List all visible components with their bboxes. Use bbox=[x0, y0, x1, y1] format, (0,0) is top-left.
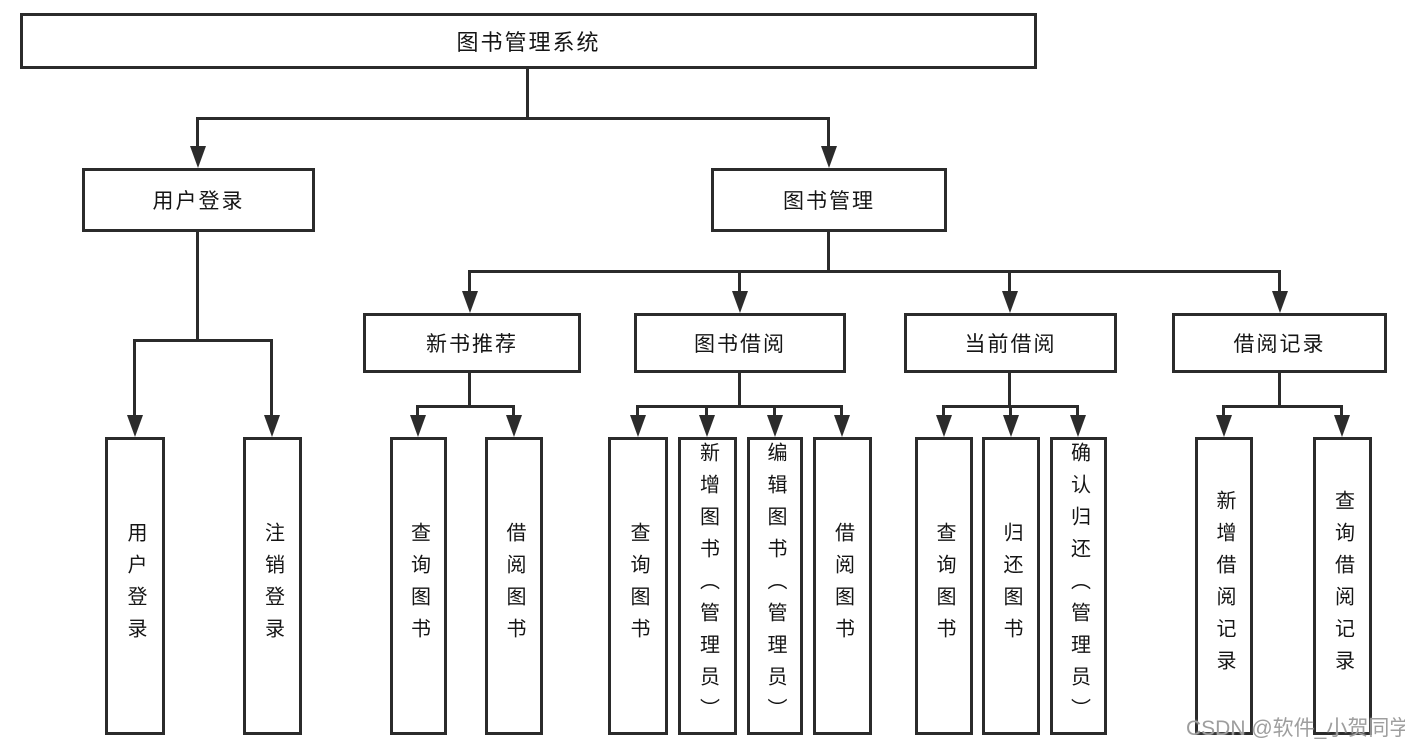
node-label: 图书管理系统 bbox=[456, 30, 601, 55]
arrowhead-icon bbox=[630, 415, 646, 437]
arrowhead-icon bbox=[834, 415, 850, 437]
node-new-book-recommendation: 新书推荐 bbox=[363, 313, 581, 373]
node-book-borrowing: 图书借阅 bbox=[634, 313, 846, 373]
connector-line bbox=[942, 405, 1079, 408]
node-library-management-system: 图书管理系统 bbox=[20, 13, 1037, 69]
connector-line bbox=[416, 408, 419, 416]
connector-line bbox=[196, 117, 830, 120]
node-label: 注销登录 bbox=[261, 522, 284, 650]
connector-line bbox=[133, 339, 273, 342]
node-leaf-query-borrow-record: 查询借阅记录 bbox=[1313, 437, 1372, 735]
connector-line bbox=[468, 373, 471, 408]
arrowhead-icon bbox=[1070, 415, 1086, 437]
connector-line bbox=[1340, 408, 1343, 416]
arrowhead-icon bbox=[506, 415, 522, 437]
node-leaf-add-borrow-record: 新增借阅记录 bbox=[1195, 437, 1253, 735]
connector-line bbox=[840, 408, 843, 416]
connector-line bbox=[468, 273, 471, 294]
node-leaf-edit-book-admin: 编辑图书（管理员） bbox=[747, 437, 803, 735]
connector-line bbox=[196, 120, 199, 148]
connector-line bbox=[738, 373, 741, 408]
connector-line bbox=[512, 408, 515, 416]
arrowhead-icon bbox=[190, 146, 206, 168]
connector-line bbox=[738, 273, 741, 294]
arrowhead-icon bbox=[264, 415, 280, 437]
node-label: 图书借阅 bbox=[694, 333, 786, 356]
node-label: 用户登录 bbox=[152, 190, 245, 213]
connector-line bbox=[1222, 405, 1343, 408]
connector-line bbox=[270, 342, 273, 417]
node-leaf-user-login: 用户登录 bbox=[105, 437, 165, 735]
arrowhead-icon bbox=[462, 291, 478, 313]
connector-line bbox=[1278, 273, 1281, 294]
node-leaf-add-book-admin: 新增图书（管理员） bbox=[678, 437, 737, 735]
node-label: 借阅图书 bbox=[831, 522, 854, 650]
connector-line bbox=[1076, 408, 1079, 416]
node-label: 确认归还（管理员） bbox=[1067, 442, 1090, 730]
connector-line bbox=[1008, 373, 1011, 408]
node-leaf-logout: 注销登录 bbox=[243, 437, 302, 735]
connector-line bbox=[526, 69, 529, 120]
arrowhead-icon bbox=[1216, 415, 1232, 437]
arrowhead-icon bbox=[1002, 291, 1018, 313]
node-leaf-borrow-books: 借阅图书 bbox=[813, 437, 872, 735]
node-leaf-query-books-borrowing: 查询图书 bbox=[608, 437, 668, 735]
node-book-management: 图书管理 bbox=[711, 168, 947, 232]
connector-line bbox=[636, 405, 843, 408]
node-label: 归还图书 bbox=[1000, 522, 1022, 650]
node-label: 图书管理 bbox=[783, 190, 875, 213]
connector-line bbox=[1008, 273, 1011, 294]
node-label: 查询图书 bbox=[933, 522, 955, 650]
node-label: 新书推荐 bbox=[426, 333, 518, 356]
csdn-watermark: CSDN @软件_小贺同学 bbox=[1186, 717, 1405, 740]
node-current-borrowing: 当前借阅 bbox=[904, 313, 1117, 373]
connector-line bbox=[1278, 373, 1281, 408]
connector-line bbox=[133, 342, 136, 417]
connector-line bbox=[827, 232, 830, 273]
node-label: 编辑图书（管理员） bbox=[764, 442, 786, 730]
node-label: 查询图书 bbox=[627, 522, 649, 650]
node-label: 查询图书 bbox=[407, 522, 430, 650]
node-leaf-return-books: 归还图书 bbox=[982, 437, 1040, 735]
arrowhead-icon bbox=[732, 291, 748, 313]
arrowhead-icon bbox=[699, 415, 715, 437]
node-label: 用户登录 bbox=[124, 522, 146, 650]
node-leaf-query-books-current: 查询图书 bbox=[915, 437, 973, 735]
node-leaf-query-books-recommend: 查询图书 bbox=[390, 437, 447, 735]
node-label: 借阅图书 bbox=[503, 522, 525, 650]
arrowhead-icon bbox=[936, 415, 952, 437]
connector-line bbox=[468, 270, 1281, 273]
arrowhead-icon bbox=[410, 415, 426, 437]
connector-line bbox=[1222, 408, 1225, 416]
connector-line bbox=[773, 408, 776, 416]
node-leaf-confirm-return-admin: 确认归还（管理员） bbox=[1050, 437, 1107, 735]
connector-line bbox=[1009, 408, 1012, 416]
connector-line bbox=[705, 408, 708, 416]
arrowhead-icon bbox=[1003, 415, 1019, 437]
node-label: 新增借阅记录 bbox=[1213, 490, 1235, 682]
node-leaf-borrow-books-recommend: 借阅图书 bbox=[485, 437, 543, 735]
node-label: 当前借阅 bbox=[964, 333, 1057, 356]
arrowhead-icon bbox=[767, 415, 783, 437]
node-label: 查询借阅记录 bbox=[1331, 490, 1354, 682]
node-label: 新增图书（管理员） bbox=[696, 442, 719, 730]
arrowhead-icon bbox=[127, 415, 143, 437]
connector-line bbox=[196, 232, 199, 342]
connector-line bbox=[827, 120, 830, 148]
connector-line bbox=[636, 408, 639, 416]
node-borrowing-records: 借阅记录 bbox=[1172, 313, 1387, 373]
connector-line bbox=[416, 405, 515, 408]
node-label: 借阅记录 bbox=[1233, 333, 1326, 356]
node-user-login: 用户登录 bbox=[82, 168, 315, 232]
arrowhead-icon bbox=[1334, 415, 1350, 437]
arrowhead-icon bbox=[1272, 291, 1288, 313]
connector-line bbox=[942, 408, 945, 416]
arrowhead-icon bbox=[821, 146, 837, 168]
